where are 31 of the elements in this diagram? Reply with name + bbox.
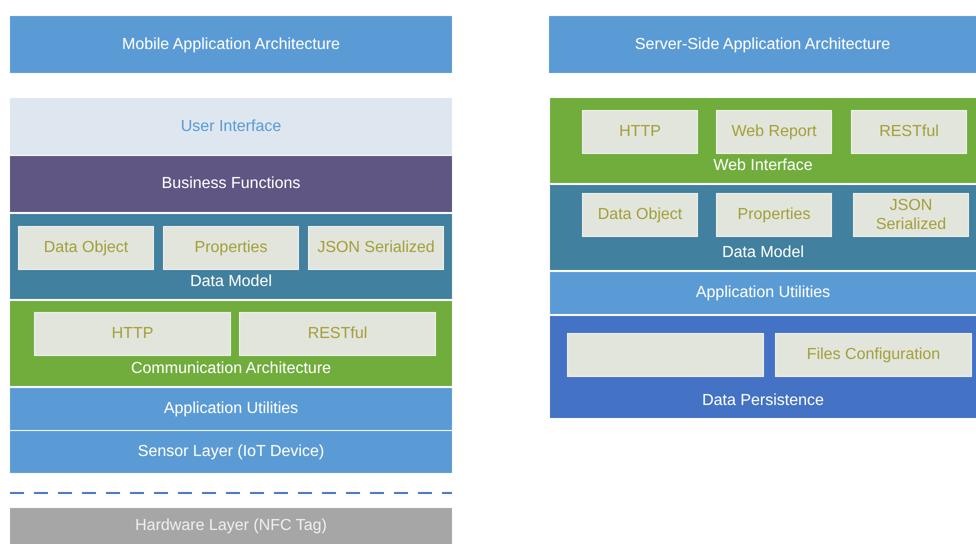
layer-label: Web Interface [712,157,814,175]
component-box: JSON Serialized [853,193,969,237]
layer-band: Application Utilities [10,388,452,430]
layer-band: Sensor Layer (IoT Device) [10,431,452,473]
header-banner: Mobile Application Architecture [10,16,452,73]
layer-band [550,316,976,418]
layer-band [550,185,976,270]
layer-label: Data Model [721,244,805,262]
component-box: HTTP [34,312,231,356]
component-box: HTTP [582,110,698,154]
layer-band: User Interface [10,98,452,155]
layer-band [10,301,452,386]
component-box: RESTful [851,110,967,154]
layer-band [550,98,976,183]
layer-label: Data Model [189,273,273,291]
layer-band: Hardware Layer (NFC Tag) [10,508,452,544]
layer-band [10,214,452,299]
component-box: Web Report [716,110,832,154]
component-box: Data Object [582,193,698,237]
layer-band: Application Utilities [550,272,976,314]
component-box: Properties [163,226,299,270]
layer-band: Business Functions [10,156,452,212]
component-box: JSON Serialized [308,226,444,270]
component-box: RESTful [239,312,436,356]
layer-label: Communication Architecture [130,360,332,378]
component-box: Data Object [18,226,154,270]
component-box: Files Configuration [775,333,972,377]
header-banner: Server-Side Application Architecture [549,16,976,73]
layer-label: Data Persistence [701,392,825,410]
component-box [567,333,764,377]
component-box: Properties [716,193,832,237]
